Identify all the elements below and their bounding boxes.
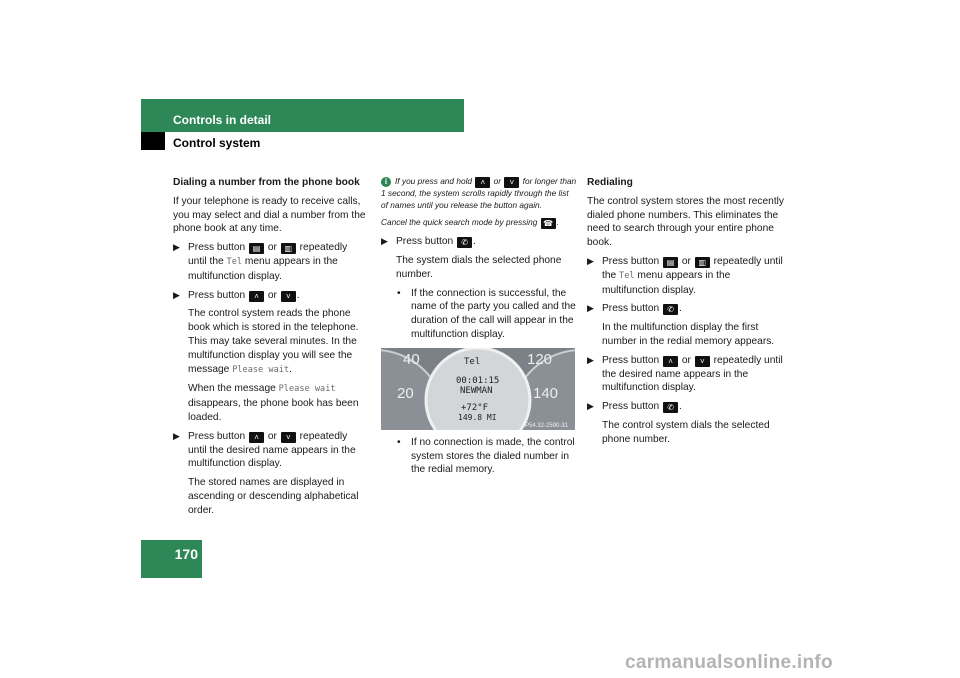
arrow-icon: ▶ (173, 430, 180, 441)
down-key-icon: ˅ (280, 431, 296, 443)
heading-redialing: Redialing (587, 177, 633, 188)
arrow-icon: ▶ (587, 401, 594, 412)
caller-name: NEWMAN (460, 386, 493, 396)
step-2-loaded-note: When the message Please wait disappears,… (188, 383, 359, 423)
redial-step-1: ▶ Press button ▤ or ▥ repeatedly until t… (587, 255, 783, 296)
display-down-key-icon: ▥ (694, 256, 710, 268)
arrow-icon: ▶ (173, 242, 180, 253)
down-key-icon: ˅ (280, 290, 296, 302)
header-bar (141, 99, 464, 132)
section-title: Controls in detail (173, 113, 272, 127)
heading-phone-book: Dialing a number from the phone book (173, 177, 360, 188)
send-key-icon: ✆ (663, 304, 679, 316)
temperature: +72°F (461, 403, 488, 413)
step-3-description: The stored names are displayed in ascend… (188, 477, 359, 516)
gauge-20-label: 20 (397, 385, 414, 402)
arrow-icon: ▶ (173, 289, 180, 300)
redial-step-4: ▶ Press button ✆. (587, 401, 682, 414)
bullet-no-connection: •If no connection is made, the control s… (397, 436, 575, 476)
up-key-icon: ˄ (663, 355, 679, 367)
display-up-key-icon: ▤ (663, 256, 679, 268)
display-down-key-icon: ▥ (280, 243, 296, 255)
step-2-description: The control system reads the phone book … (188, 308, 359, 375)
up-key-icon: ˄ (249, 431, 265, 443)
arrow-icon: ▶ (381, 236, 388, 247)
step-3: ▶ Press button ˄ or ˅ repeatedly until t… (173, 430, 356, 470)
redial-step-2: ▶ Press button ✆. (587, 303, 682, 316)
redial-intro: The control system stores the most recen… (587, 195, 785, 249)
display-tel: Tel (464, 357, 480, 367)
page-number-box (141, 540, 202, 578)
figure-code: P54.32-2590-31 (525, 423, 569, 429)
redial-step-3: ▶ Press button ˄ or ˅ repeatedly until t… (587, 354, 783, 394)
up-key-icon: ˄ (475, 177, 491, 188)
bullet-connected: •If the connection is successful, the na… (397, 287, 576, 340)
subsection-title: Control system (173, 136, 261, 150)
send-key-icon: ✆ (663, 402, 679, 414)
up-key-icon: ˄ (249, 290, 265, 302)
gauge-140-label: 140 (533, 385, 558, 402)
arrow-icon: ▶ (587, 255, 594, 266)
multifunction-display-image: 40 120 20 140 Tel 00:01:15 NEWMAN +72°F … (381, 347, 575, 430)
redial-step-2-description: In the multifunction display the first n… (602, 322, 775, 347)
gauge-120-label: 120 (527, 351, 552, 368)
odometer: 149.8 MI (458, 413, 497, 422)
display-up-key-icon: ▤ (249, 243, 265, 255)
column-1: Dialing a number from the phone book If … (173, 176, 367, 523)
end-call-key-icon: ☎ (540, 218, 556, 230)
page-number: 170 (174, 546, 198, 562)
call-duration: 00:01:15 (456, 376, 499, 386)
arrow-icon: ▶ (587, 303, 594, 314)
send-description: The system dials the selected phone numb… (396, 254, 562, 280)
send-key-icon: ✆ (457, 237, 473, 249)
step-2: ▶ Press button ˄ or ˅. (173, 289, 300, 302)
gauge-40-label: 40 (403, 351, 420, 368)
redial-step-4-description: The control system dials the selected ph… (602, 419, 770, 445)
down-key-icon: ˅ (504, 177, 520, 188)
watermark: carmanualsonline.info (625, 652, 833, 673)
step-1: ▶ Press button ▤ or ▥ repeatedly until t… (173, 242, 348, 282)
cancel-note: Cancel the quick search mode by pressing… (381, 217, 559, 230)
send-step: ▶ Press button ✆. (381, 236, 476, 249)
instrument-cluster-svg: 40 120 20 140 Tel 00:01:15 NEWMAN +72°F … (381, 347, 575, 430)
info-icon: i (381, 177, 391, 187)
column-3: Redialing The control system stores the … (587, 176, 787, 452)
header-marker (141, 132, 165, 150)
intro-text: If your telephone is ready to receive ca… (173, 195, 366, 235)
down-key-icon: ˅ (694, 355, 710, 367)
arrow-icon: ▶ (587, 354, 594, 365)
